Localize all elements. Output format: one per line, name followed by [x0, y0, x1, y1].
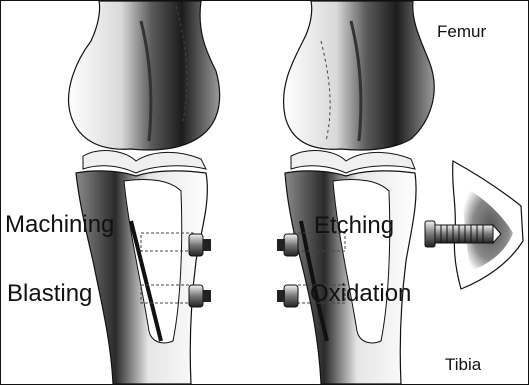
femur-label: Femur — [437, 23, 486, 40]
implant-screw-icon — [189, 285, 211, 307]
bone-section-inset — [425, 161, 523, 289]
implant-screw-icon — [189, 234, 211, 256]
blasting-label: Blasting — [7, 282, 92, 306]
implant-screw-icon — [277, 285, 298, 307]
left-knee-illustration — [69, 1, 220, 384]
oxidation-label: Oxidation — [310, 282, 411, 306]
tibia-label: Tibia — [445, 356, 481, 373]
implant-screw-icon — [277, 234, 298, 256]
machining-label: Machining — [5, 213, 114, 237]
etching-label: Etching — [314, 214, 394, 238]
right-knee-illustration — [284, 1, 435, 384]
